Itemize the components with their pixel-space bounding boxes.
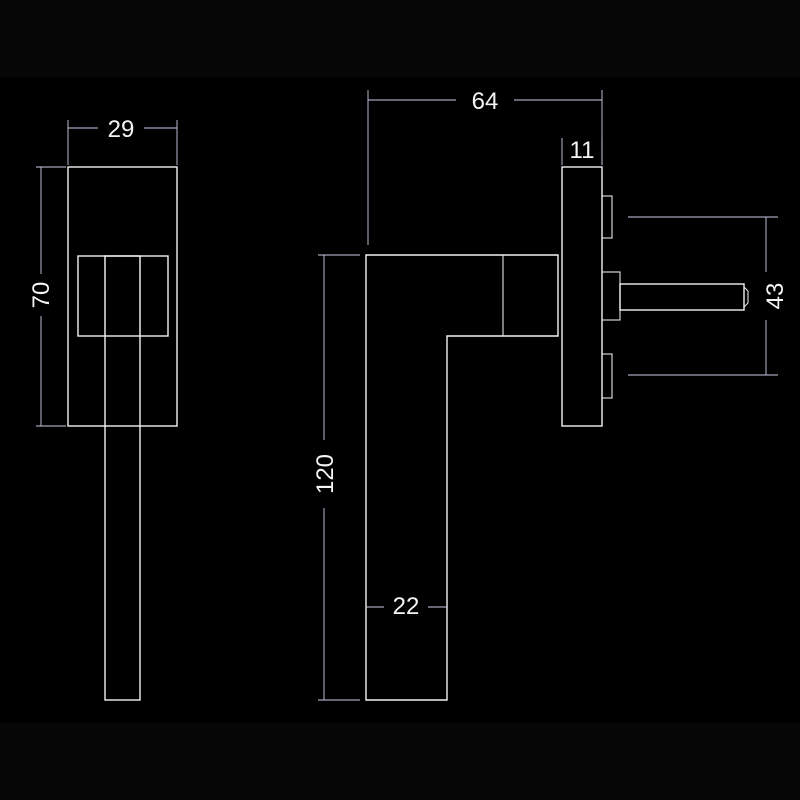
drawing-canvas: [0, 77, 800, 723]
side-spindle-tip: [743, 286, 749, 292]
front-width-label: 29: [108, 116, 135, 143]
side-view: [365, 166, 749, 701]
dimension-lever-width: 22: [366, 593, 447, 620]
lever-length-label: 120: [312, 454, 339, 494]
dimension-lever-length: 120: [312, 254, 360, 701]
side-fixing-screw-top: [601, 195, 613, 239]
dimension-rose-thickness: 11: [561, 137, 603, 165]
side-lever-profile: [365, 254, 559, 701]
dimension-spindle-spacing: 43: [628, 216, 789, 376]
front-lever-bar: [104, 255, 141, 701]
rose-thickness-label: 11: [570, 137, 595, 164]
spindle-spacing-label: 43: [762, 283, 789, 310]
front-view: [67, 166, 178, 701]
side-spindle: [619, 283, 745, 311]
dimension-front-width: 29: [67, 116, 178, 165]
front-rose-plate: [67, 166, 178, 427]
side-depth-label: 64: [472, 88, 499, 115]
lever-width-label: 22: [393, 593, 420, 620]
front-height-label: 70: [28, 282, 55, 309]
dimension-front-height: 70: [28, 166, 66, 427]
side-fixing-screw-bottom: [601, 353, 613, 399]
side-spindle-tip: [743, 302, 749, 308]
